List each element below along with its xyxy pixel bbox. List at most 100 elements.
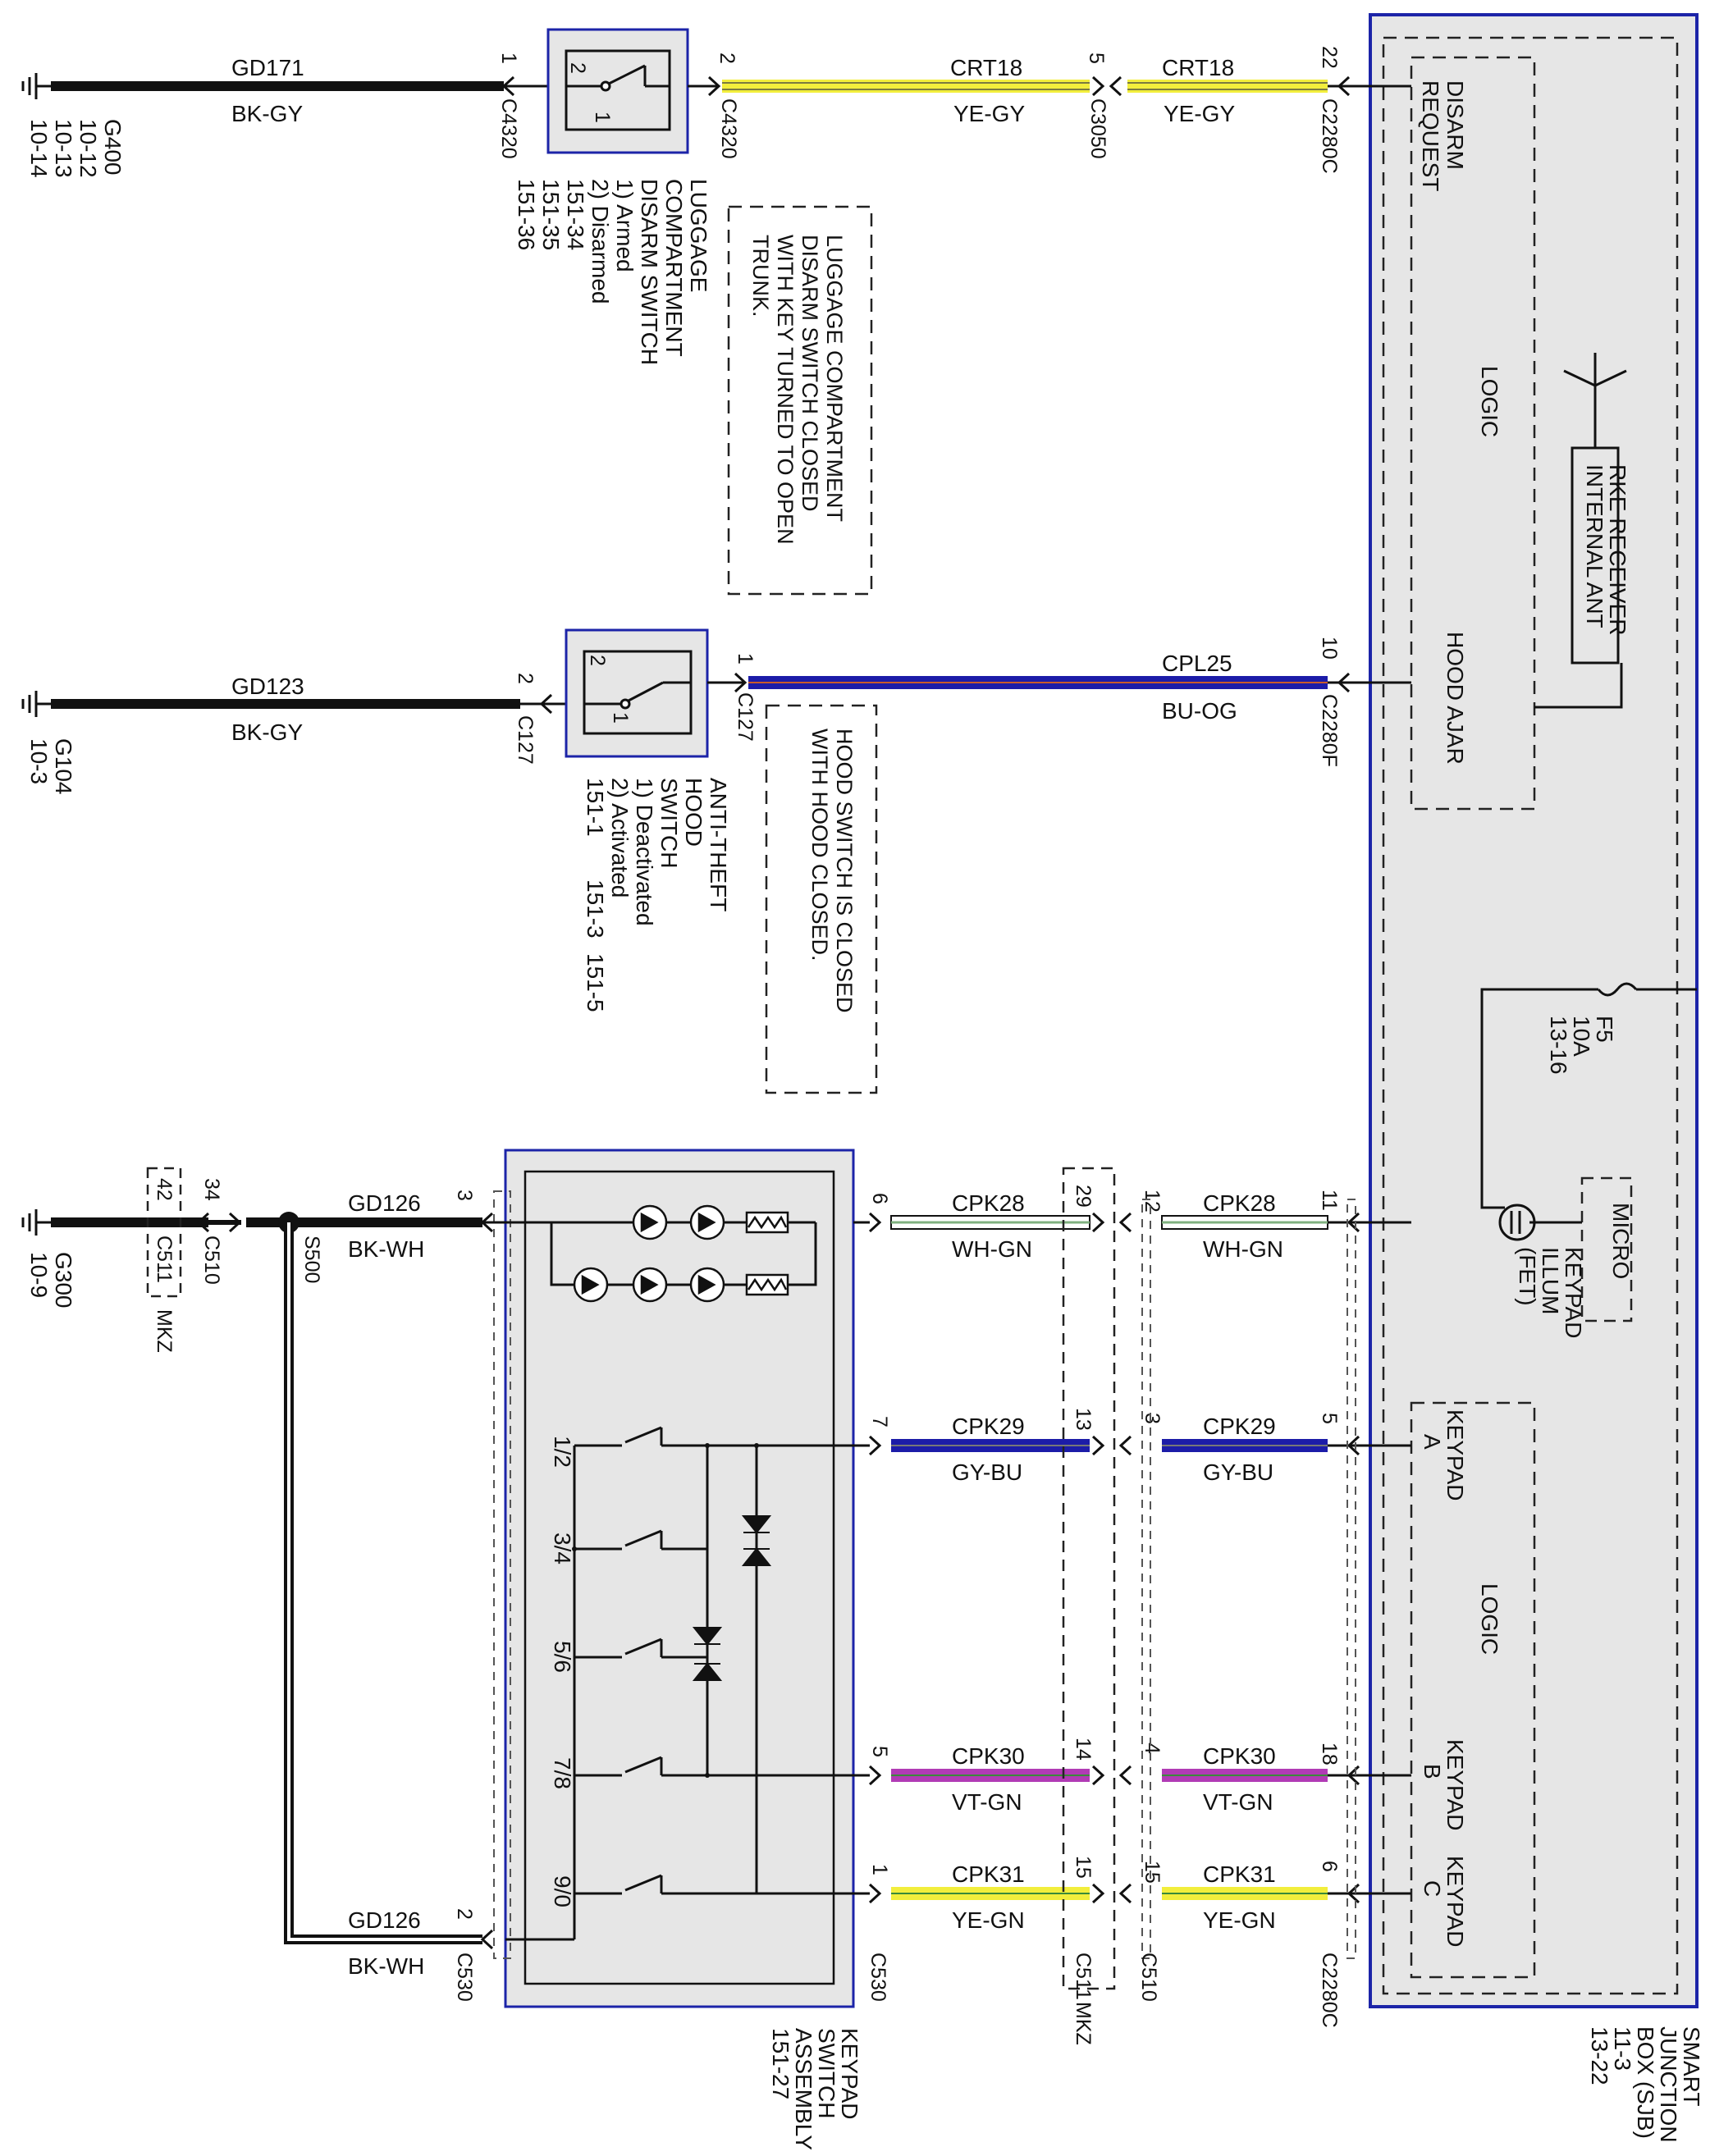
luggage-ref-2: 151-35 [538,179,564,250]
g104-name: G104 [51,738,76,795]
luggage-note-4: TRUNK. [748,235,773,317]
connector-chevron [1118,1435,1132,1456]
luggage-note-1: LUGGAGE COMPARTMENT [822,235,847,522]
hood-ref-1: 151-1 [583,778,608,837]
connector-chevron [868,1212,882,1233]
keypad-wire-color: YE-GN [952,1907,1025,1933]
micro-box [1580,1176,1633,1322]
sjb-logic-upper-box [1410,56,1536,811]
c2280c-conn-label: C2280C [1318,1953,1341,2028]
keypad-name-3: ASSEMBLY [791,2028,816,2150]
luggage-circuit [51,28,1411,154]
c510-conn-label: C510 [1137,1953,1160,2002]
luggage-pin-out: 2 [716,53,738,64]
hood-note-2: WITH HOOD CLOSED. [807,729,832,962]
luggage-note-3: WITH KEY TURNED TO OPEN [773,235,798,545]
c127-pin-2: 2 [514,673,537,684]
ground-icon [21,73,51,99]
logic-lower: LOGIC [1477,1583,1502,1655]
switch-label-12: 1/2 [550,1436,575,1468]
g104-ref: 10-3 [26,738,52,784]
c511-mkz-box [1062,1167,1116,1990]
g400-name: G400 [100,119,126,176]
keypad-name-2: SWITCH [814,2028,839,2118]
luggage-switch-icon [566,64,670,92]
keypad-wire-color: GY-BU [1203,1459,1273,1485]
switch-label-90: 9/0 [550,1875,575,1907]
micro-label: MICRO [1608,1203,1634,1279]
gd126-circuit-top: GD126 [348,1190,421,1216]
connector-chevron [1118,1883,1132,1904]
gd126-color-bottom: BK-WH [348,1953,424,1979]
c511-conn-label: C511 [1072,1953,1095,2000]
keypad-illum-fet-icon [1498,1204,1536,1241]
keypad-wire-color: VT-GN [952,1789,1022,1815]
luggage-note-2: DISARM SWITCH CLOSED [798,235,822,512]
c530-pin: 7 [868,1416,891,1427]
c3050-conn: C3050 [1086,98,1109,159]
hood-switch-term-1: 1 [609,712,632,724]
luggage-ref-1: 151-34 [563,179,588,250]
connector-chevron [1118,1765,1132,1786]
rke-receiver-box [1571,446,1620,665]
gd126-circuit-bottom: GD126 [348,1907,421,1933]
gd123-circuit: GD123 [231,674,304,699]
c511-pin: 14 [1072,1738,1095,1761]
antenna-icon [1563,353,1627,448]
keypad-wire-circuit: CPK30 [1203,1743,1276,1769]
keypad-ground-circuit [51,1167,525,1944]
hood-switch-icon [584,681,691,710]
connector-chevron [868,1765,882,1786]
keypad-wire-circuit: CPK28 [1203,1190,1276,1216]
keypad-wire-color: GY-BU [952,1459,1022,1485]
connector-chevron [1118,1212,1132,1233]
c2280f-conn: C2280F [1318,694,1341,767]
luggage-switch-name-3: DISARM SWITCH [637,179,662,365]
hood-switch-term-2: 2 [586,655,609,666]
c530-pin: 5 [868,1746,891,1757]
c530-pin-2: 2 [453,1908,476,1920]
hood-state-2: 2) Activated [607,778,633,898]
keypad-a-2: A [1420,1434,1445,1450]
keypad-wire-color: YE-GN [1203,1907,1276,1933]
rke-label-1: RKE RECEIVER [1605,464,1630,636]
keypad-c-2: C [1420,1880,1445,1897]
c510-dashed-strip [1141,1199,1151,1959]
luggage-pin-in: 1 [497,53,520,64]
gd126-color-top: BK-WH [348,1236,424,1262]
connector-chevron [1091,1212,1105,1233]
keypad-b-2: B [1420,1764,1445,1779]
sjb-name-3: BOX (SJB) [1633,2026,1658,2139]
c511-pin: 13 [1072,1408,1095,1431]
g300-name: G300 [51,1252,76,1309]
fuse-icon [1597,982,1638,997]
c2280c-conn-top: C2280C [1318,98,1341,174]
c510-pin-34: 34 [200,1178,223,1201]
c511-ground-conn: C511 [153,1236,176,1283]
diode-icon [692,1515,772,1681]
luggage-ref-3: 151-36 [514,179,539,250]
sjb-logic-lower-box [1410,1401,1536,1979]
switch-label-34: 3/4 [550,1532,575,1564]
c510-pin: 15 [1141,1861,1164,1884]
gd171-color: BK-GY [231,101,303,126]
fuse-label-1: F5 [1592,1016,1617,1043]
luggage-note-box [727,205,873,596]
c127-conn-out: C127 [734,692,757,742]
keypad-wire-circuit: CPK29 [952,1414,1025,1439]
hood-note-1: HOOD SWITCH IS CLOSED [832,729,857,1013]
luggage-conn-out: C4320 [717,98,740,159]
hood-switch-name-2: HOOD [681,778,706,847]
hood-circuit [51,628,1411,758]
c510-pin: 4 [1141,1743,1164,1754]
c510-pin: 12 [1141,1190,1164,1213]
connector-chevron [1091,1883,1105,1904]
g400-ref-3: 10-14 [26,119,52,178]
connector-chevron [868,1883,882,1904]
hood-switch-name-1: ANTI-THEFT [706,778,731,911]
ground-icon [21,691,51,717]
sjb-ref-1: 11-3 [1610,2026,1635,2071]
keypad-wire-color: WH-GN [952,1236,1032,1262]
luggage-state-1: 1) Armed [612,179,638,272]
